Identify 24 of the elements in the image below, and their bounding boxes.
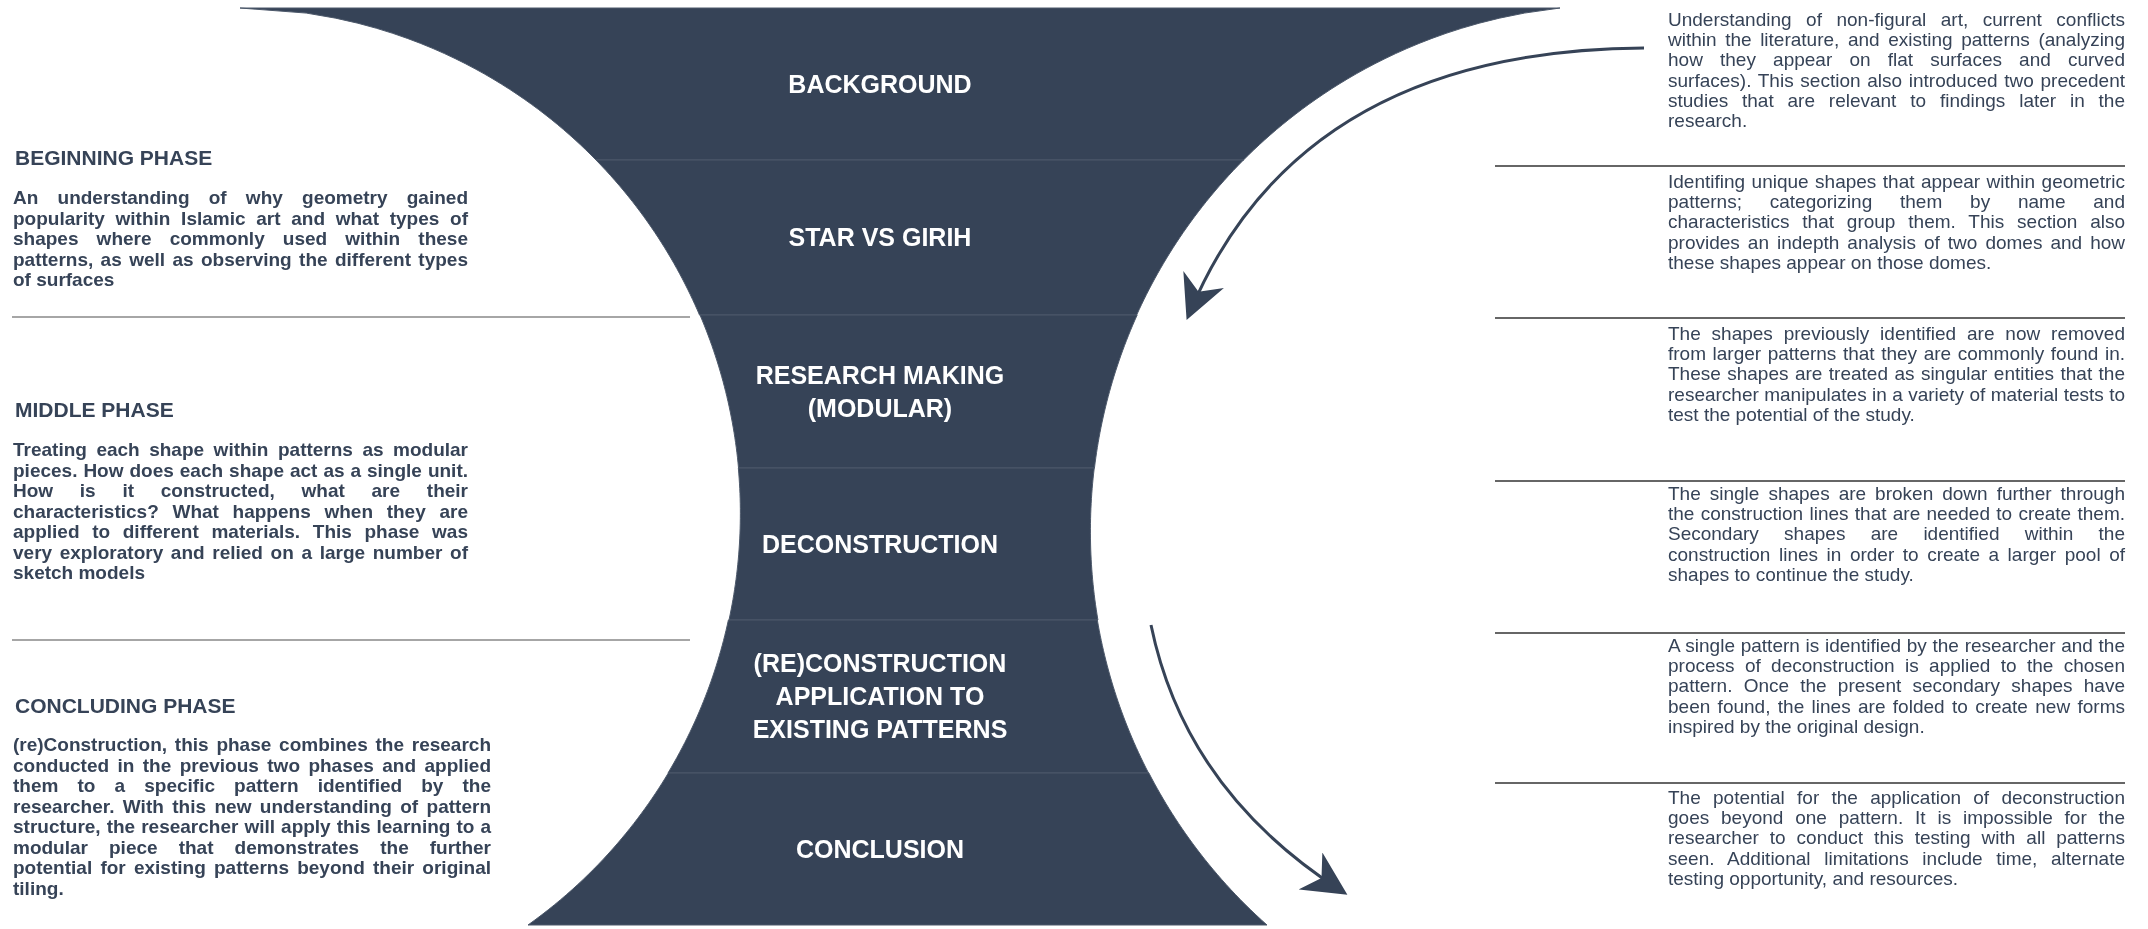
phase-heading: BEGINNING PHASE [15, 146, 214, 170]
phase-description: Treating each shape within patterns as modular pieces. How does each shape act as a single unit. How is it constructed, what are their characteristics? What happens when they are applied to different materials. This phase was very exploratory and relied on a large number of sketch models [13, 440, 468, 584]
stage-label: STAR VS GIRIH [787, 222, 973, 253]
stage-band [699, 315, 1137, 468]
phase-description: (re)Construction, this phase combines the research conducted in the previous two phases and applied them to a specific pattern identified by the researcher. With this new understanding of pattern structure, the researcher will apply this learning to a modular piece that demonstrates the further potential for existing patterns beyond their original tiling. [13, 735, 491, 899]
phase-description: An understanding of why geometry gained popularity within Islamic art and what types of shapes where commonly used within these patterns, as well as observing the different types of surfaces [13, 188, 468, 291]
stage-band [528, 773, 1267, 925]
stage-band [668, 620, 1149, 773]
stage-band [596, 160, 1244, 315]
stage-description: The potential for the application of deconstruction goes beyond one pattern. It is impossible for the researcher to conduct this testing with all patterns seen. Additional limitations include time, alternate testing opportunity, and resources. [1668, 788, 2125, 889]
stage-description: A single pattern is identified by the researcher and the process of deconstruction is applied to the chosen pattern. Once the present secondary shapes have been found, the lines are folded to create new forms inspired by the original design. [1668, 636, 2125, 737]
stage-label: (RE)CONSTRUCTION APPLICATION TO EXISTING PATTERNS [751, 648, 1009, 745]
stage-label: RESEARCH MAKING (MODULAR) [754, 359, 1006, 424]
stage-band [240, 8, 1560, 160]
stage-description: Identifing unique shapes that appear within geometric patterns; categorizing them by name and characteristics that group them. This section also provides an indepth analysis of two domes and how these shapes appear on those domes. [1668, 172, 2125, 273]
stage-label: DECONSTRUCTION [760, 528, 1000, 560]
phase-heading: CONCLUDING PHASE [15, 694, 237, 718]
stage-band [728, 468, 1098, 620]
stage-description: The shapes previously identified are now removed from larger patterns that they are commonly found in. These shapes are treated as singular entities that the researcher manipulates in a variety of material tests to test the potential of the study. [1668, 324, 2125, 425]
phase-heading: MIDDLE PHASE [15, 398, 175, 422]
stage-description: The single shapes are broken down further through the construction lines that are needed to create them. Secondary shapes are identified within the construction lines in order to create a larger pool of shapes to continue the study. [1668, 484, 2125, 585]
stage-label: BACKGROUND [787, 68, 973, 100]
stage-label: CONCLUSION [794, 833, 966, 865]
stage-description: Understanding of non-figural art, current conflicts within the literature, and existing patterns (analyzing how they appear on flat surfaces and curved surfaces). This section also introduced two precedent studies that are relevant to findings later in the research. [1668, 10, 2125, 132]
